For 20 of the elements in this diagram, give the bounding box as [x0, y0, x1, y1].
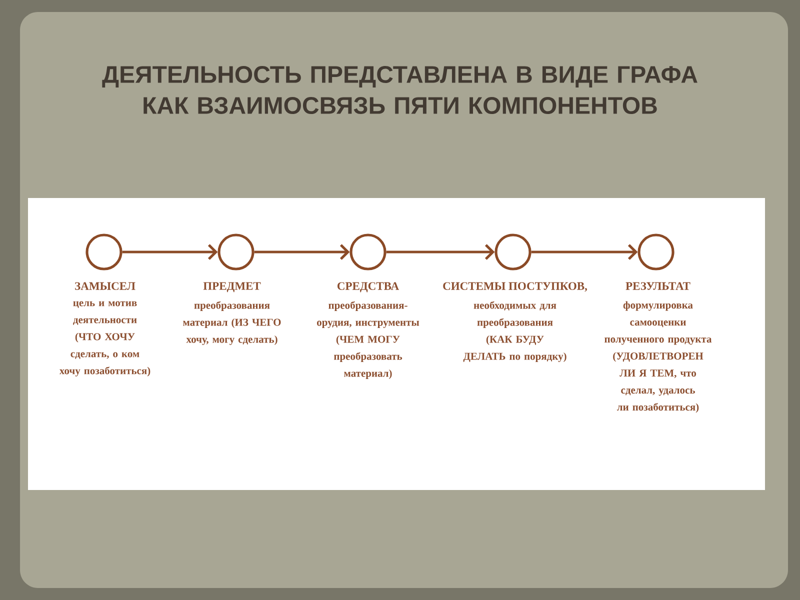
vertex-heading: СРЕДСТВА: [338, 282, 399, 292]
arrow: [531, 244, 638, 260]
graph-vertex: [494, 234, 532, 270]
arrow: [254, 244, 350, 260]
vertex-heading: СИСТЕМЫ ПОСТУПКОВ,: [443, 282, 587, 292]
graph-vertex: [350, 234, 386, 270]
arrow: [386, 244, 495, 260]
vertex-description: цель и мотив деятельности (ЧТО ХОЧУ сделать, о ком хочу позаботиться): [59, 301, 150, 376]
vertex-heading: ЗАМЫСЕЛ: [75, 282, 136, 290]
vertex-description: формулировка самооценки полученного продукта (УДОВЛЕТВОРЕН ЛИ Я ТЕМ, что сделал, удалось ли позаботиться): [604, 301, 712, 413]
vertex-description: преобразования материал (ИЗ ЧЕГО хочу, могу сделать): [183, 301, 281, 345]
title: ДЕЯТЕЛЬНОСТЬ ПРЕДСТАВЛЕНА В ВИДЕ ГРАФА КАК ВЗАИМОСВЯЗЬ ПЯТИ КОМПОНЕНТОВ: [102, 66, 698, 114]
vertex-heading: ПРЕДМЕТ: [203, 282, 261, 292]
vertex-heading: РЕЗУЛЬТАТ: [626, 282, 690, 290]
arrow: [122, 244, 218, 260]
vertex-description: необходимых для преобразования (КАК БУДУ ДЕЛАТЬ по порядку): [463, 301, 566, 362]
graph-vertex: [638, 234, 674, 270]
graph-vertex: [86, 234, 122, 270]
graph-vertex: [218, 234, 254, 270]
vertex-description: преобразования-орудия, инструменты (ЧЕМ МОГУ преобразовать материал): [317, 301, 420, 379]
